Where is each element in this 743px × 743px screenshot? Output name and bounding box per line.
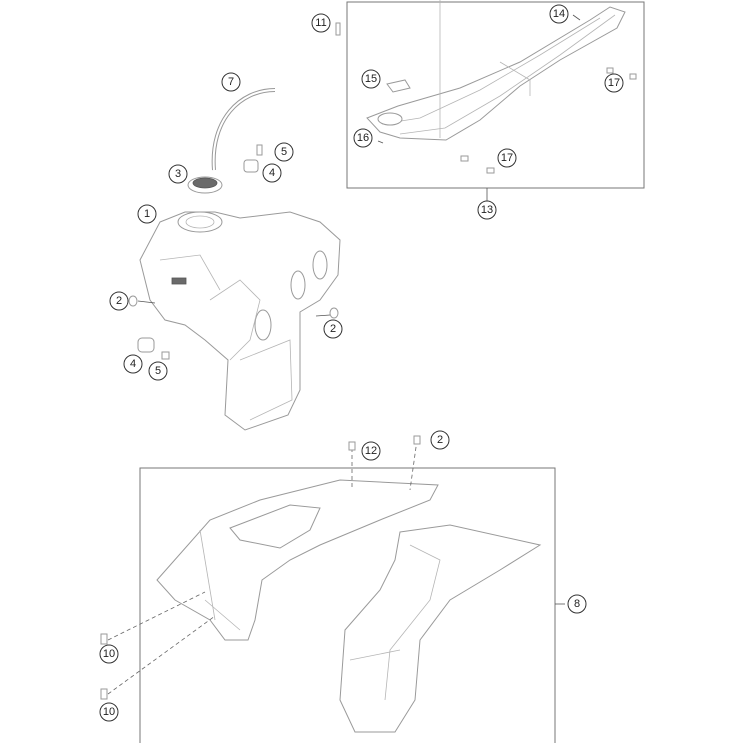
callout-12: 12 [361, 441, 381, 461]
svg-text:4: 4 [130, 358, 136, 370]
svg-text:5: 5 [281, 146, 287, 158]
clip [629, 73, 637, 80]
bolt [256, 144, 263, 156]
svg-text:11: 11 [315, 17, 326, 29]
screw [335, 22, 341, 36]
svg-text:12: 12 [365, 445, 377, 457]
screw [100, 688, 108, 700]
svg-text:8: 8 [574, 598, 580, 610]
bushing [329, 307, 339, 319]
seat [366, 0, 626, 141]
callout-14: 14 [549, 4, 569, 24]
callout-2: 2 [430, 430, 450, 450]
callout-2: 2 [323, 319, 343, 339]
callout-13: 13 [477, 200, 497, 220]
svg-text:7: 7 [228, 76, 234, 88]
clip [486, 167, 495, 174]
callout-8: 8 [567, 594, 587, 614]
callout-11: 11 [311, 13, 331, 33]
screw [348, 441, 356, 451]
screw [413, 435, 421, 445]
bushing [128, 295, 138, 307]
svg-text:10: 10 [103, 706, 115, 718]
bolt [161, 351, 170, 360]
callout-5: 5 [274, 142, 294, 162]
callout-17: 17 [497, 148, 517, 168]
svg-text:13: 13 [481, 204, 493, 216]
callout-17: 17 [604, 73, 624, 93]
clip [460, 155, 469, 162]
seat-bracket [386, 79, 411, 93]
svg-text:2: 2 [116, 295, 122, 307]
svg-text:3: 3 [175, 168, 181, 180]
svg-text:4: 4 [269, 167, 275, 179]
svg-text:2: 2 [330, 323, 336, 335]
callout-7: 7 [221, 72, 241, 92]
svg-text:2: 2 [437, 434, 443, 446]
svg-text:14: 14 [553, 8, 565, 20]
grommet [243, 159, 259, 173]
left-shroud [156, 479, 439, 641]
svg-text:16: 16 [357, 132, 369, 144]
svg-text:1: 1 [144, 208, 150, 220]
clip [606, 67, 614, 74]
right-shroud [339, 524, 542, 733]
callout-15: 15 [361, 69, 381, 89]
callout-5: 5 [148, 361, 168, 381]
fuel-tank [139, 211, 341, 431]
breather-hose [211, 88, 276, 171]
svg-text:17: 17 [608, 77, 620, 89]
callout-4: 4 [262, 163, 282, 183]
svg-text:15: 15 [365, 73, 377, 85]
grommet [137, 337, 155, 353]
svg-text:5: 5 [155, 365, 161, 377]
shroud-group-box [139, 467, 556, 743]
svg-text:10: 10 [103, 648, 115, 660]
callout-1: 1 [137, 204, 157, 224]
svg-text:17: 17 [501, 152, 513, 164]
screw [100, 633, 108, 645]
callout-10: 10 [99, 702, 119, 722]
callout-2: 2 [109, 291, 129, 311]
callout-10: 10 [99, 644, 119, 664]
callout-16: 16 [353, 128, 373, 148]
callout-3: 3 [168, 164, 188, 184]
seat-group-box [346, 1, 645, 189]
callout-4: 4 [123, 354, 143, 374]
